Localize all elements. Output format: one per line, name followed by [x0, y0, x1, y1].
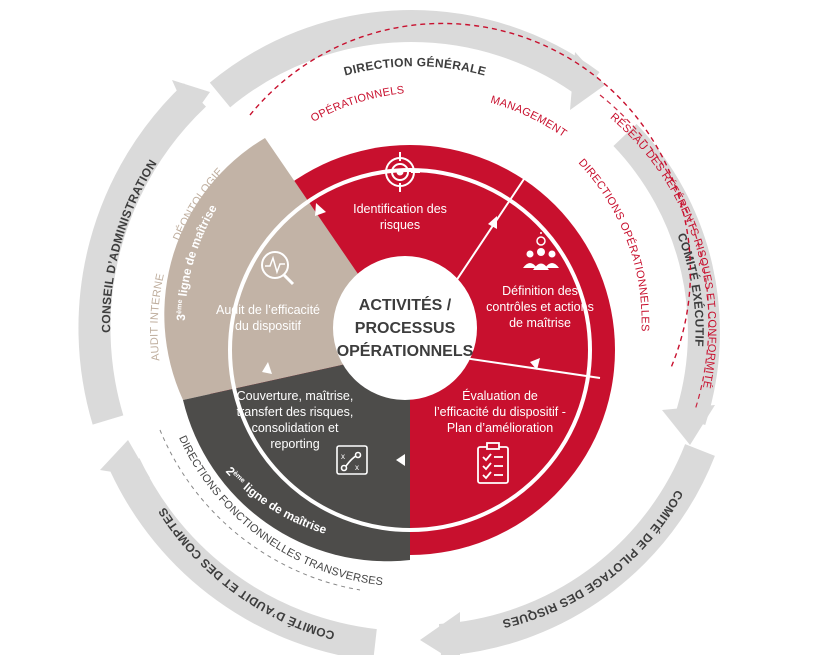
arc-comite-audit [110, 458, 377, 655]
arc-conseil-administration [78, 83, 206, 425]
couverture-line-1: Couverture, maîtrise, [237, 389, 354, 403]
ring-separator [228, 168, 592, 532]
couverture-line-4: reporting [270, 437, 319, 451]
identification-line-2: risques [380, 218, 420, 232]
evaluation-line-2: l’efficacité du dispositif - [434, 405, 566, 419]
segment-identification: Identification des risques [353, 202, 447, 232]
strategy-board-icon: x x [336, 445, 368, 475]
arc-arrow-bottom-left [100, 440, 150, 478]
arc-comite-executif [613, 123, 720, 425]
identification-line-1: Identification des [353, 202, 447, 216]
arc-arrow-right [662, 405, 715, 445]
flow-marker-3 [530, 358, 540, 370]
label-audit-interne: AUDIT INTERNE [149, 272, 167, 361]
svg-text:x: x [355, 463, 359, 472]
label-operationnels: OPÉRATIONNELS [309, 84, 405, 125]
flow-marker-1 [315, 203, 326, 216]
outer-arcs [78, 10, 720, 655]
audit-line-2: du dispositif [235, 319, 302, 333]
couverture-line-2: transfert des risques, [237, 405, 354, 419]
dashed-red-arc-outer [599, 94, 710, 411]
center-line-2: PROCESSUS [355, 320, 456, 337]
label-direction-generale: DIRECTION GÉNÉRALE [342, 54, 487, 78]
dashed-gray-arc [159, 429, 361, 591]
arc-arrow-bottom-right [420, 612, 460, 655]
flow-marker-4 [396, 454, 405, 466]
evaluation-line-3: Plan d’amélioration [447, 421, 553, 435]
segment-evaluation: Évaluation de l’efficacité du dispositif… [434, 388, 566, 435]
main-disc [164, 138, 615, 562]
checklist-icon [477, 442, 509, 484]
flow-marker-5 [262, 362, 272, 374]
definition-line-2: contrôles et actions [486, 300, 594, 314]
center-line-3: OPÉRATIONNELS [337, 341, 474, 360]
definition-line-3: de maîtrise [509, 316, 571, 330]
arc-arrow-top [570, 52, 605, 110]
center-circle [333, 256, 477, 400]
magnifier-pulse-icon [261, 251, 295, 286]
definition-line-1: Définition des [502, 284, 578, 298]
evaluation-line-1: Évaluation de [462, 388, 538, 403]
arc-arrow-left [172, 80, 210, 120]
team-idea-icon [523, 232, 559, 270]
couverture-line-3: consolidation et [252, 421, 339, 435]
center-line-1: ACTIVITÉS / [359, 295, 452, 314]
center-title: ACTIVITÉS / PROCESSUS OPÉRATIONNELS [337, 295, 474, 360]
dashed-red-arc [249, 22, 692, 371]
svg-text:x: x [341, 452, 345, 461]
flow-marker-2 [488, 216, 497, 229]
target-icon [380, 152, 420, 192]
audit-line-1: Audit de l’efficacité [216, 303, 320, 317]
segment-couverture: Couverture, maîtrise, transfert des risq… [237, 389, 354, 451]
segment-definition: Définition des contrôles et actions de m… [486, 284, 594, 330]
arc-comite-pilotage [438, 444, 715, 655]
segment-audit: Audit de l’efficacité du dispositif [216, 303, 320, 333]
